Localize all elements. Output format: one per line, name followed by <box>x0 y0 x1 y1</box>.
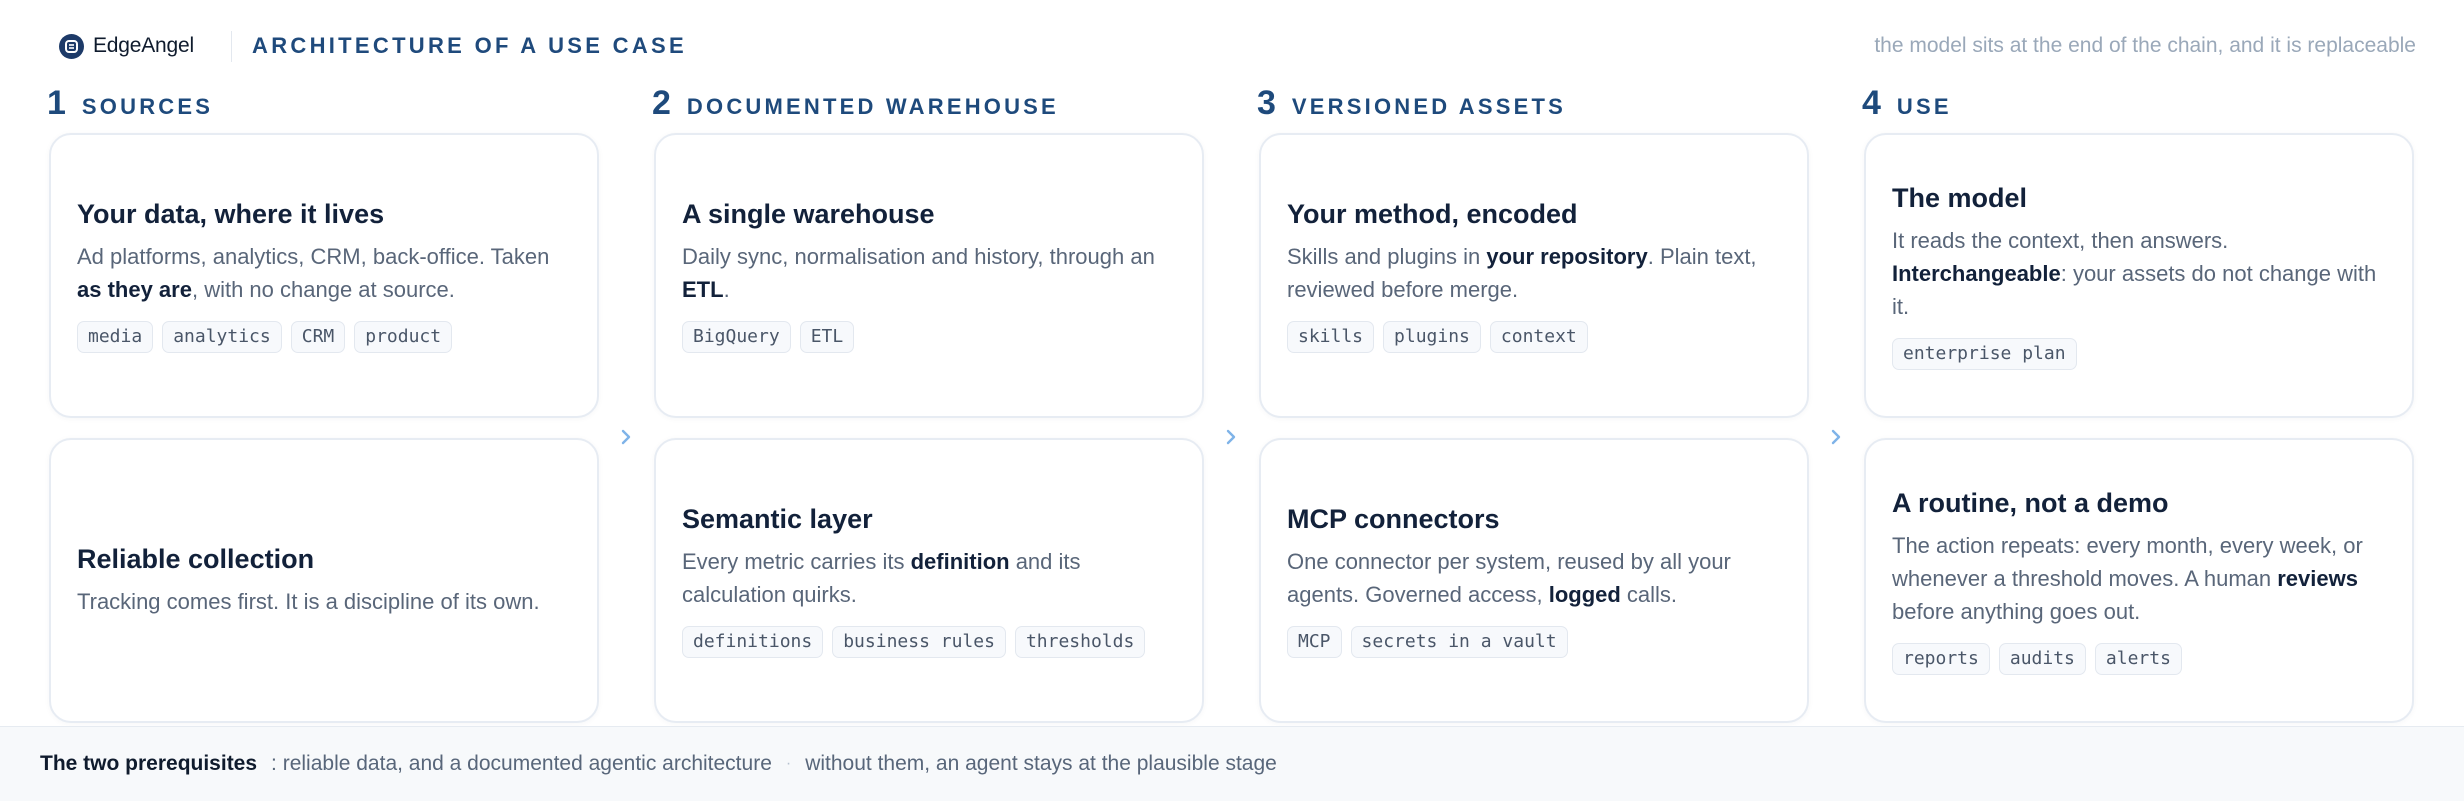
card-routine: A routine, not a demo The action repeats… <box>1864 438 2414 723</box>
emphasis-text: your repository <box>1486 244 1648 269</box>
tag-chip: business rules <box>832 626 1006 658</box>
emphasis-text: reviews <box>2277 565 2358 591</box>
card-description: Ad platforms, analytics, CRM, back-offic… <box>77 240 571 306</box>
tag-chip: audits <box>1998 642 2086 675</box>
tag-list: enterprise plan <box>1892 337 2386 370</box>
emphasis-text: definition <box>910 549 1010 574</box>
card-description: It reads the context, then answers. Inte… <box>1892 224 2386 323</box>
tag-chip: MCP <box>1287 626 1342 658</box>
tag-chip: reports <box>1892 642 1990 675</box>
card-title: Your data, where it lives <box>77 199 385 229</box>
stage-title: USE <box>1896 94 1952 119</box>
emphasis-text: ETL <box>682 277 724 302</box>
card-description: Every metric carries its definition and … <box>682 545 1176 611</box>
card-description: The action repeats: every month, every w… <box>1892 529 2386 628</box>
footer-bar: The two prerequisites : reliable data, a… <box>0 726 2464 801</box>
card-mcp-connectors: MCP connectors One connector per system,… <box>1259 438 1809 723</box>
header-divider <box>231 31 232 62</box>
tag-chip: context <box>1489 321 1588 353</box>
tag-chip: thresholds <box>1014 626 1146 658</box>
chevron-right-icon <box>1829 422 1843 452</box>
body-text: : your assets do not change with it. <box>1892 260 2377 319</box>
card-semantic-layer: Semantic layer Every metric carries its … <box>654 438 1204 723</box>
body-text: One connector per system, reused by all … <box>1287 549 1731 607</box>
body-text: . <box>723 277 730 302</box>
body-text: , with no change at source. <box>191 277 455 302</box>
body-text: before anything goes out. <box>1892 598 2141 624</box>
edgeangel-logo-icon <box>59 33 84 59</box>
body-text: and its calculation quirks. <box>682 549 1081 607</box>
footer-text-consequence: without them, an agent stays at the plau… <box>805 752 1277 775</box>
tag-chip: CRM <box>290 321 346 353</box>
body-text: Tracking comes first. It is a discipline… <box>77 589 540 614</box>
card-single-warehouse: A single warehouse Daily sync, normalisa… <box>654 133 1204 418</box>
brand-logo: EdgeAngel <box>59 33 194 59</box>
stage-heading-sources: 1 SOURCES <box>47 84 213 124</box>
footer-separator: · <box>785 755 792 772</box>
card-description: Tracking comes first. It is a discipline… <box>77 585 571 618</box>
stage-title: DOCUMENTED WAREHOUSE <box>686 94 1059 119</box>
card-title: The model <box>1892 182 2028 213</box>
card-method-encoded: Your method, encoded Skills and plugins … <box>1259 133 1809 418</box>
stage-number: 2 <box>652 84 671 122</box>
stage-title: VERSIONED ASSETS <box>1291 94 1567 119</box>
tag-chip: secrets in a vault <box>1350 626 1568 658</box>
footer-title: The two prerequisites <box>40 752 258 775</box>
body-text: Skills and plugins in <box>1287 244 1487 269</box>
card-title: Your method, encoded <box>1287 199 1578 229</box>
stage-heading-use: 4 USE <box>1862 84 1952 124</box>
body-text: Every metric carries its <box>682 549 911 574</box>
tag-chip: alerts <box>2094 642 2182 675</box>
brand-name: EdgeAngel <box>93 34 194 57</box>
card-the-model: The model It reads the context, then ans… <box>1864 133 2414 418</box>
chevron-right-icon <box>619 422 633 452</box>
tag-chip: ETL <box>799 321 855 353</box>
card-title: Reliable collection <box>77 544 315 574</box>
tag-chip: skills <box>1287 321 1375 353</box>
body-text: . Plain text, reviewed before merge. <box>1287 244 1757 302</box>
card-your-data: Your data, where it lives Ad platforms, … <box>49 133 599 418</box>
body-text: Ad platforms, analytics, CRM, back-offic… <box>77 244 550 269</box>
body-text: Daily sync, normalisation and history, t… <box>682 244 1155 269</box>
emphasis-text: logged <box>1548 582 1621 607</box>
emphasis-text: Interchangeable <box>1892 260 2061 286</box>
tag-chip: BigQuery <box>682 321 791 353</box>
stage-heading-versioned-assets: 3 VERSIONED ASSETS <box>1257 84 1566 124</box>
stage-number: 1 <box>47 84 66 122</box>
tag-chip: media <box>77 321 154 353</box>
card-description: Skills and plugins in your repository. P… <box>1287 240 1781 306</box>
tag-chip: plugins <box>1383 321 1481 353</box>
stage-heading-documented-warehouse: 2 DOCUMENTED WAREHOUSE <box>652 84 1059 124</box>
footer-text-prerequisites: : reliable data, and a documented agenti… <box>271 752 772 775</box>
card-description: Daily sync, normalisation and history, t… <box>682 240 1176 306</box>
card-description: One connector per system, reused by all … <box>1287 545 1781 611</box>
stage-number: 4 <box>1862 84 1881 122</box>
body-text: It reads the context, then answers. <box>1892 227 2229 253</box>
body-text: calls. <box>1620 582 1678 607</box>
card-reliable-collection: Reliable collection Tracking comes first… <box>49 438 599 723</box>
header-tagline: the model sits at the end of the chain, … <box>1874 34 2416 57</box>
card-title: A routine, not a demo <box>1892 487 2169 518</box>
body-text: The action repeats: every month, every w… <box>1892 532 2363 591</box>
tag-chip: analytics <box>162 321 282 353</box>
stage-title: SOURCES <box>81 94 214 119</box>
tag-chip: enterprise plan <box>1892 337 2077 370</box>
card-title: A single warehouse <box>682 199 935 229</box>
tag-chip: product <box>354 321 453 353</box>
emphasis-text: as they are <box>77 277 192 302</box>
page-title: ARCHITECTURE OF A USE CASE <box>252 33 687 58</box>
tag-chip: definitions <box>682 626 824 658</box>
card-title: Semantic layer <box>682 504 873 534</box>
chevron-right-icon <box>1224 422 1238 452</box>
stage-number: 3 <box>1257 84 1276 122</box>
card-title: MCP connectors <box>1287 504 1500 534</box>
